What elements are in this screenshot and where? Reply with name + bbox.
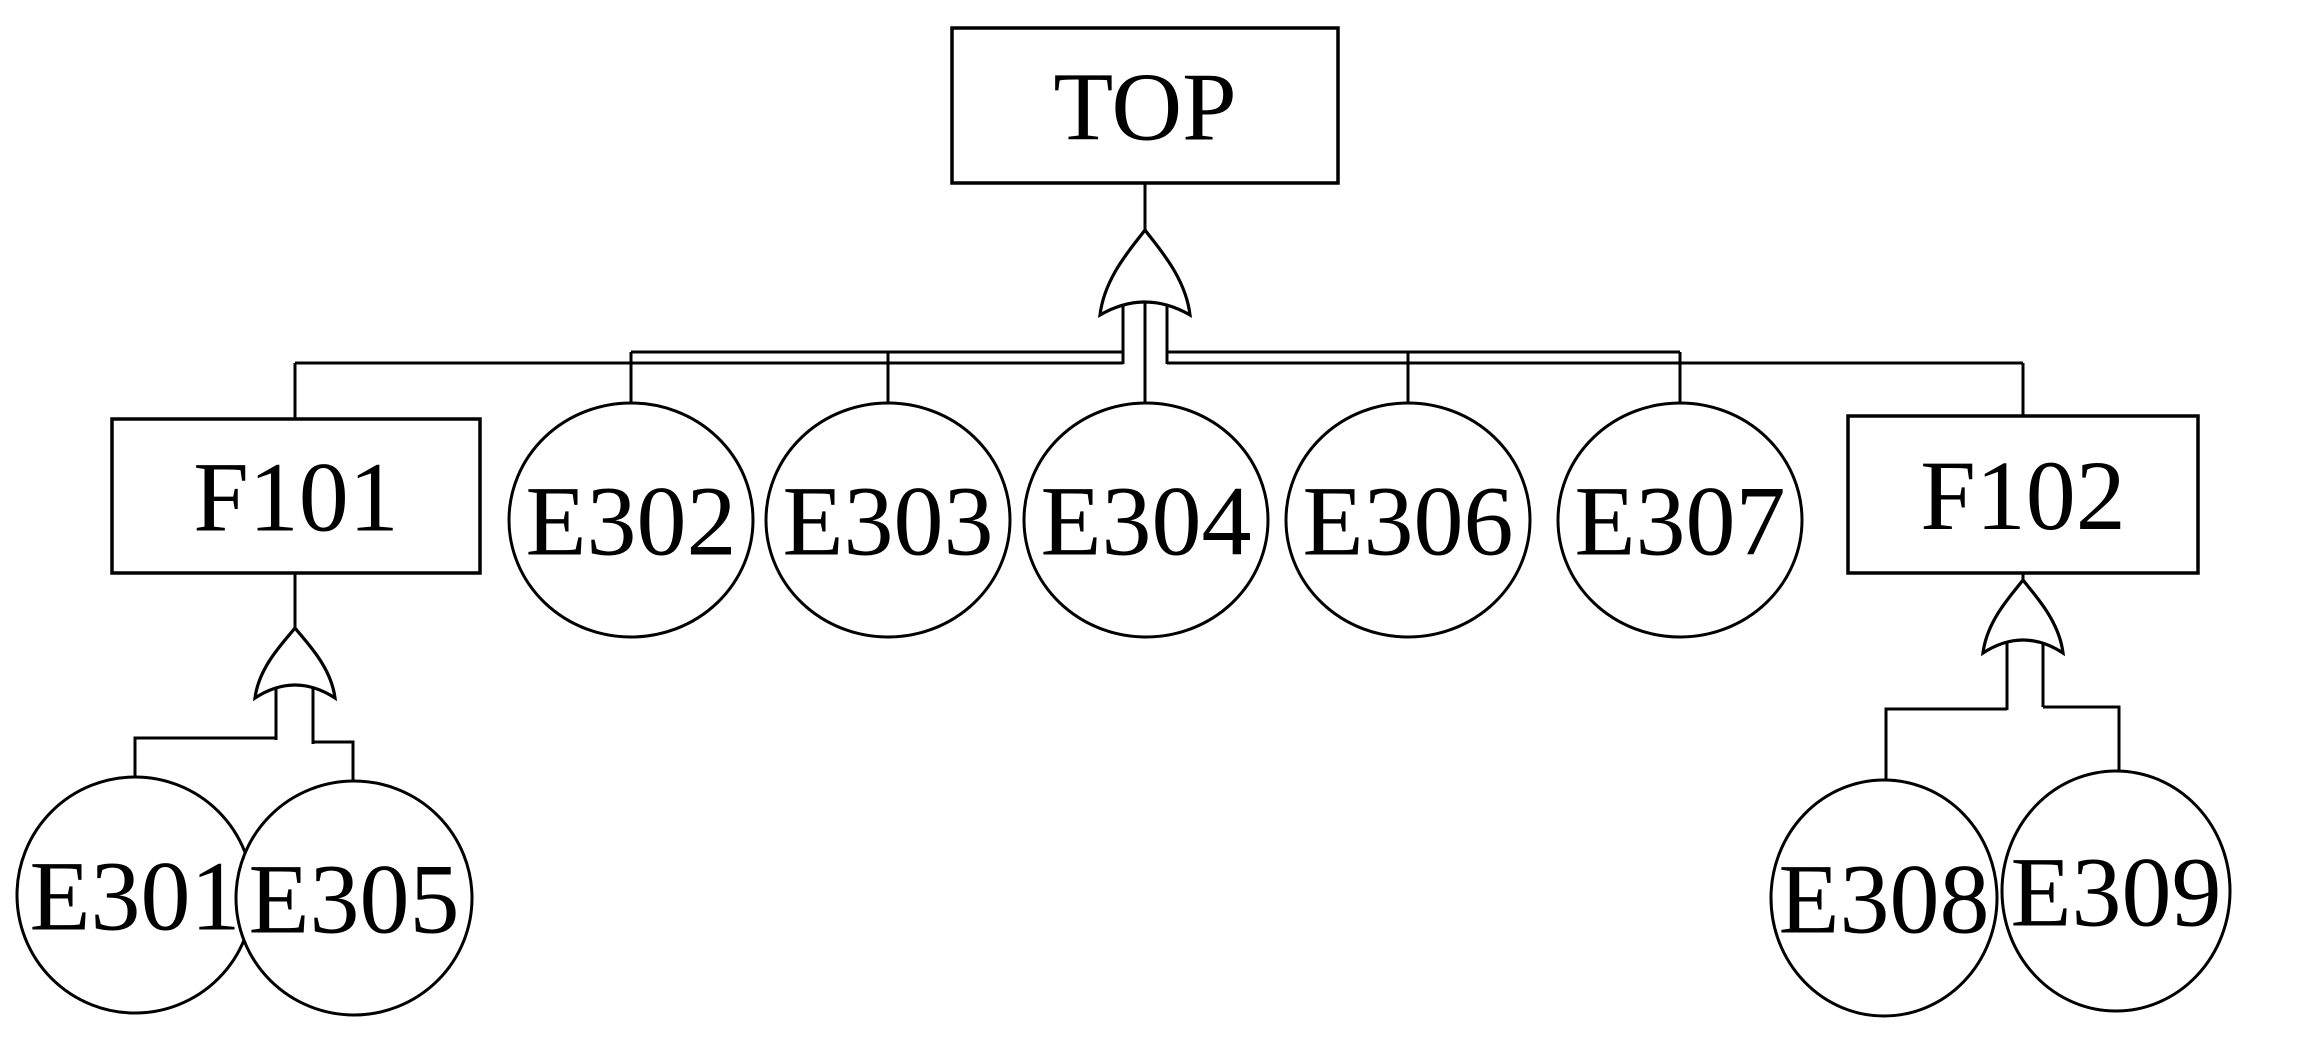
node-E302: [507, 401, 755, 639]
label-E302: E302: [525, 466, 736, 577]
gate-TOP-or-gate-icon: [1098, 227, 1192, 318]
label-E309: E309: [2010, 837, 2221, 948]
node-E304: [1022, 401, 1270, 639]
gate-F101-or-gate-icon: [252, 625, 338, 702]
edge-F101-E301: [133, 736, 276, 780]
label-E304: E304: [1040, 466, 1251, 577]
node-E303: [764, 401, 1012, 639]
label-TOP: TOP: [1053, 53, 1236, 161]
node-E305: [234, 779, 474, 1017]
label-E305: E305: [248, 844, 459, 955]
node-F102: [1846, 414, 2200, 575]
label-E307: E307: [1574, 466, 1785, 577]
node-E306: [1284, 401, 1532, 639]
node-E309: [2000, 769, 2232, 1013]
label-F102: F102: [1920, 440, 2126, 551]
label-F101: F101: [193, 442, 399, 553]
edge-F101-E305: [313, 740, 355, 785]
label-E308: E308: [1778, 844, 1989, 955]
label-E301: E301: [29, 841, 240, 952]
node-TOP: [950, 26, 1340, 185]
node-F101: [110, 417, 482, 575]
label-E306: E306: [1302, 466, 1513, 577]
node-E307: [1556, 401, 1804, 639]
node-E308: [1769, 778, 1999, 1018]
label-E303: E303: [782, 466, 993, 577]
gate-F102-or-gate-icon: [1980, 577, 2066, 657]
edge-F102-E308: [1884, 707, 2007, 782]
edge-F102-E309: [2043, 705, 2121, 775]
